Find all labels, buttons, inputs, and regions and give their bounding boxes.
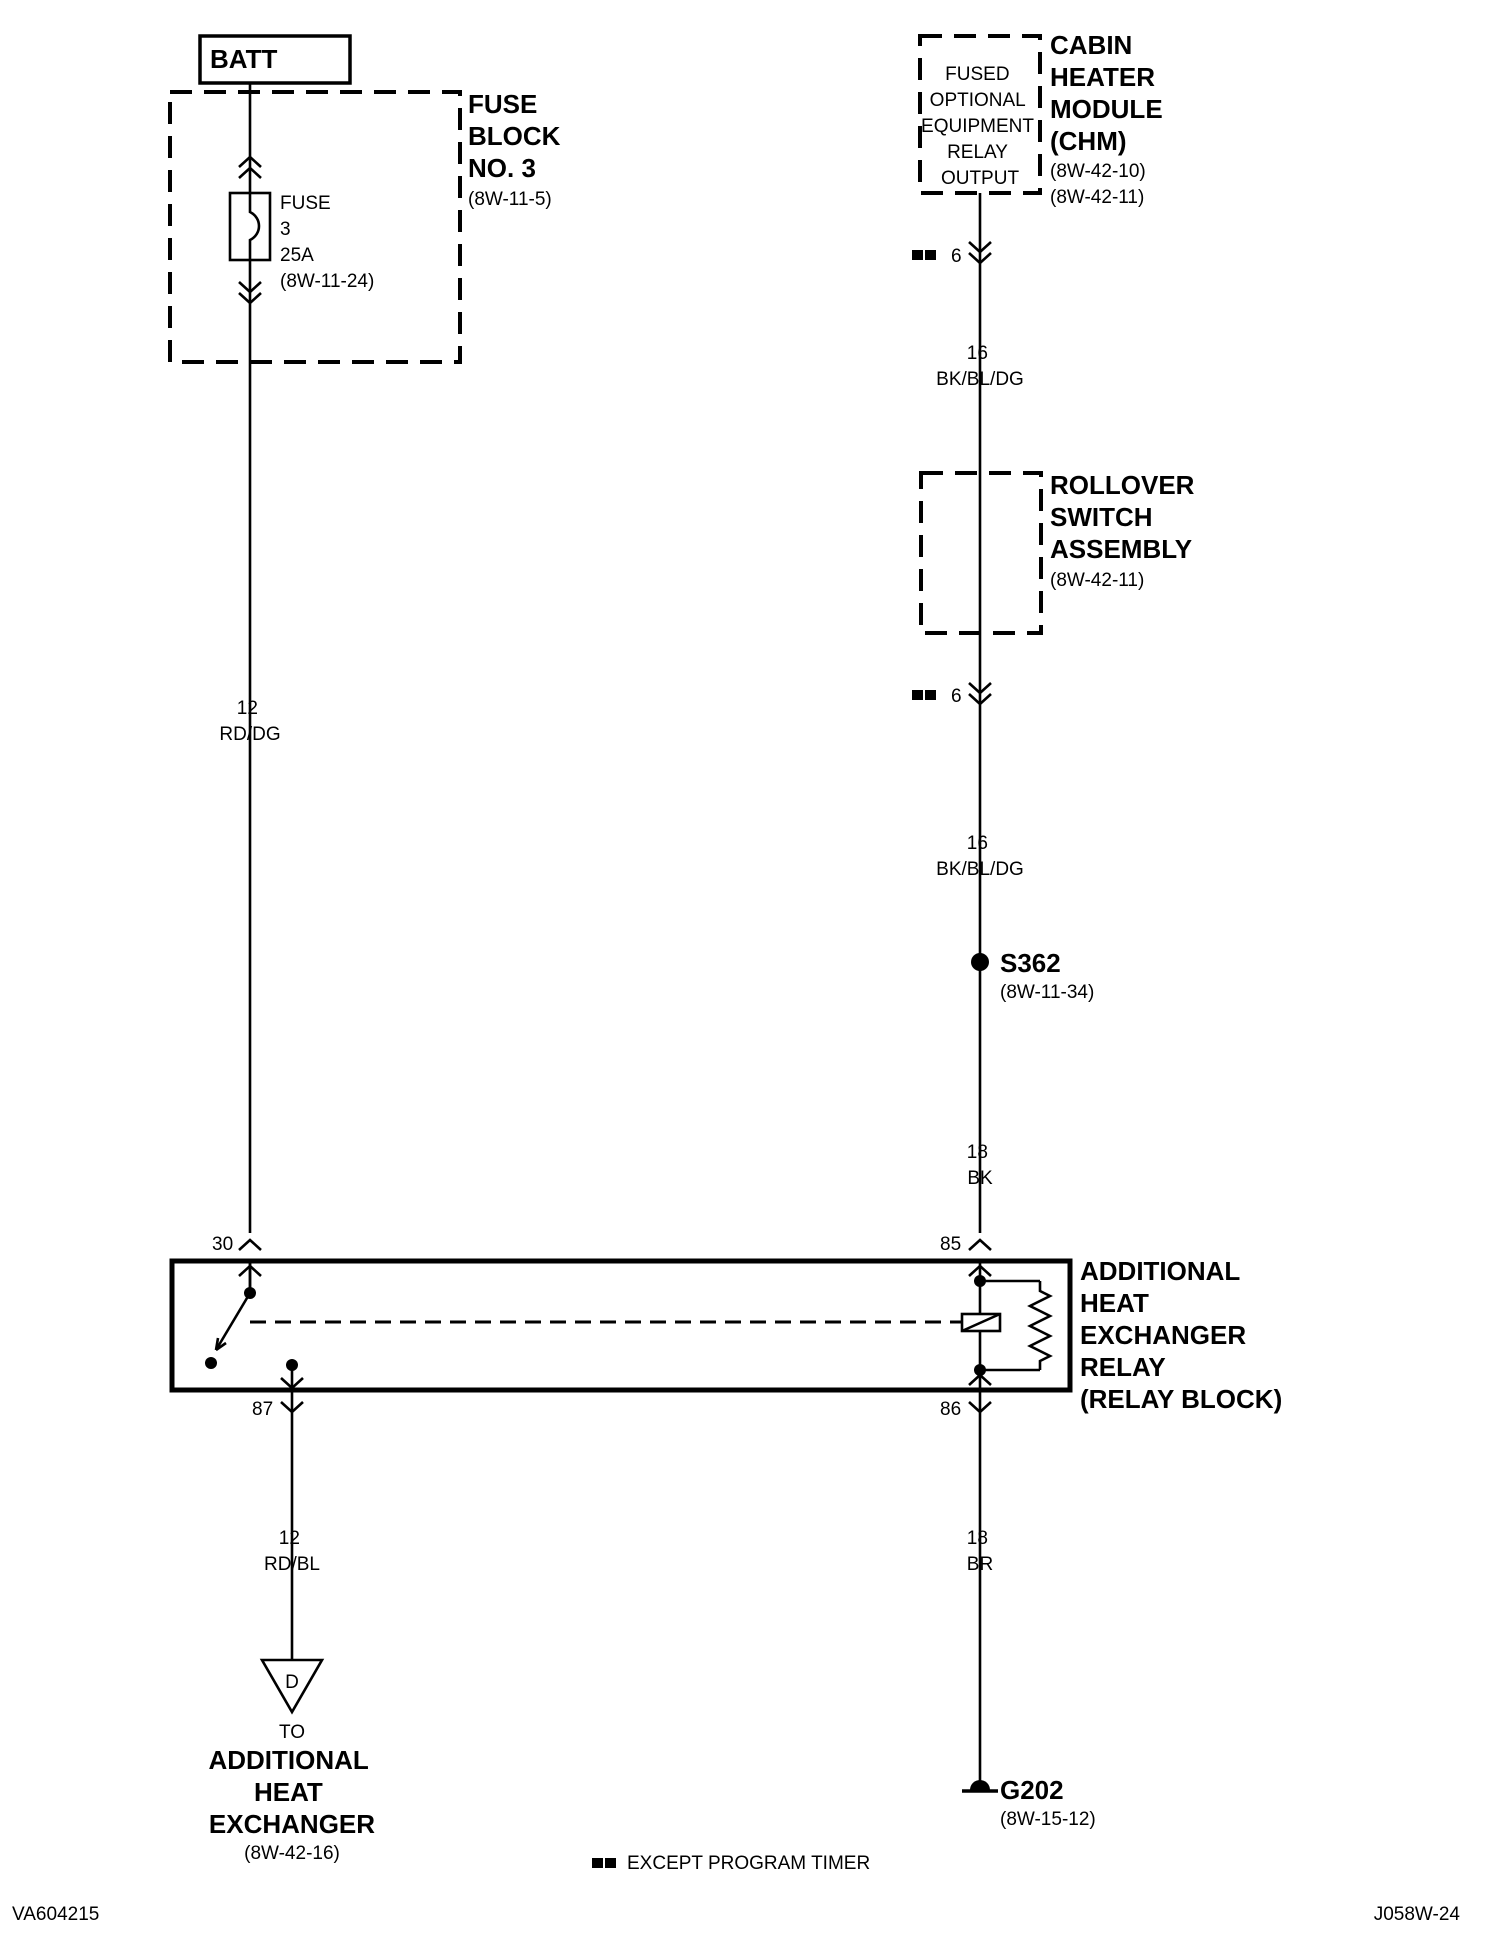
chm-title: CABIN HEATER MODULE (CHM) xyxy=(1050,30,1170,156)
rollover-title: ROLLOVER SWITCH ASSEMBLY xyxy=(1050,470,1202,564)
rollover-to-splice-wire-label: 16 BK/BL/DG xyxy=(936,833,1024,880)
pin-86-label: 86 xyxy=(940,1399,961,1420)
connector-letter: D xyxy=(285,1672,299,1693)
except-program-timer-icon xyxy=(912,690,936,700)
relay-title: ADDITIONAL HEAT EXCHANGER RELAY (RELAY B… xyxy=(1080,1256,1282,1414)
fuse-block-title: FUSE BLOCK NO. 3 xyxy=(468,89,568,183)
ground-icon xyxy=(970,1780,990,1790)
legend: EXCEPT PROGRAM TIMER xyxy=(592,1853,870,1874)
resistor-icon xyxy=(1027,1281,1053,1370)
splice-dot-icon xyxy=(971,953,989,971)
relay-to-heat-exchanger-wire-label: 12 RD/BL xyxy=(264,1528,320,1575)
relay-switch-icon xyxy=(205,1261,304,1390)
rollover-ref: (8W-42-11) xyxy=(1050,570,1144,591)
rollover-connector-icon xyxy=(968,682,992,706)
figure-id-right: J058W-24 xyxy=(1374,1904,1461,1925)
cabin-heater-module: FUSED OPTIONAL EQUIPMENT RELAY OUTPUT CA… xyxy=(918,30,1170,208)
rollover-pin-number: 6 xyxy=(951,686,962,707)
pin-85-label: 85 xyxy=(940,1234,961,1255)
relay-block xyxy=(169,1258,1073,1393)
fuse-block-ref: (8W-11-5) xyxy=(468,189,552,210)
chm-connector-icon xyxy=(968,241,992,265)
fuse-label: FUSE 3 25A (8W-11-24) xyxy=(280,193,374,292)
splice-s362: S362 (8W-11-34) xyxy=(971,948,1094,1003)
ground-g202: G202 (8W-15-12) xyxy=(962,1775,1096,1830)
pin-85-connector-icon xyxy=(968,1238,992,1251)
fuse-block: FUSE BLOCK NO. 3 (8W-11-5) FUSE 3 25A (8… xyxy=(168,89,568,364)
rollover-pin-connector: 6 xyxy=(912,682,992,707)
splice-to-relay-wire-label: 18 BK xyxy=(967,1142,993,1189)
heat-exchanger-ref: (8W-42-16) xyxy=(244,1843,340,1864)
fuse-symbol xyxy=(228,191,272,262)
additional-heat-exchanger-relay: 30 85 87 86 ADDITIONAL HEAT EXCHANGER RE… xyxy=(169,1234,1282,1420)
except-program-timer-icon xyxy=(592,1858,603,1868)
batt-feed-wire-label: 12 RD/DG xyxy=(219,698,280,745)
fuse-in-connector-icon xyxy=(238,155,262,179)
batt-label: BATT xyxy=(210,44,278,74)
heat-exchanger-title: ADDITIONAL HEAT EXCHANGER xyxy=(208,1745,375,1839)
chm-to-rollover-wire-label: 16 BK/BL/DG xyxy=(936,343,1024,390)
ground-id: G202 xyxy=(1000,1775,1064,1805)
batt-box: BATT xyxy=(198,34,352,85)
pin-30-connector-icon xyxy=(238,1238,262,1251)
splice-id: S362 xyxy=(1000,948,1061,978)
chm-refs: (8W-42-10) (8W-42-11) xyxy=(1050,161,1151,208)
off-page-connector-icon xyxy=(259,1658,325,1715)
figure-id-left: VA604215 xyxy=(12,1904,99,1925)
relay-coil-icon xyxy=(960,1261,1053,1390)
to-label: TO xyxy=(279,1722,305,1743)
legend-text: EXCEPT PROGRAM TIMER xyxy=(627,1853,870,1874)
chm-pin-number: 6 xyxy=(951,246,962,267)
fuse-out-connector-icon xyxy=(238,281,262,305)
pin-87-label: 87 xyxy=(252,1399,273,1420)
splice-ref: (8W-11-34) xyxy=(1000,982,1094,1003)
heat-exchanger-destination: D TO ADDITIONAL HEAT EXCHANGER (8W-42-16… xyxy=(208,1658,375,1864)
pin-30-label: 30 xyxy=(212,1234,233,1255)
chm-output-label: FUSED OPTIONAL EQUIPMENT RELAY OUTPUT xyxy=(921,64,1039,189)
relay-to-ground-wire-label: 18 BR xyxy=(967,1528,993,1575)
ground-ref: (8W-15-12) xyxy=(1000,1809,1096,1830)
chm-pin-connector: 6 xyxy=(912,241,992,267)
except-program-timer-icon xyxy=(912,250,936,260)
rollover-switch-assembly: ROLLOVER SWITCH ASSEMBLY (8W-42-11) xyxy=(919,470,1202,635)
